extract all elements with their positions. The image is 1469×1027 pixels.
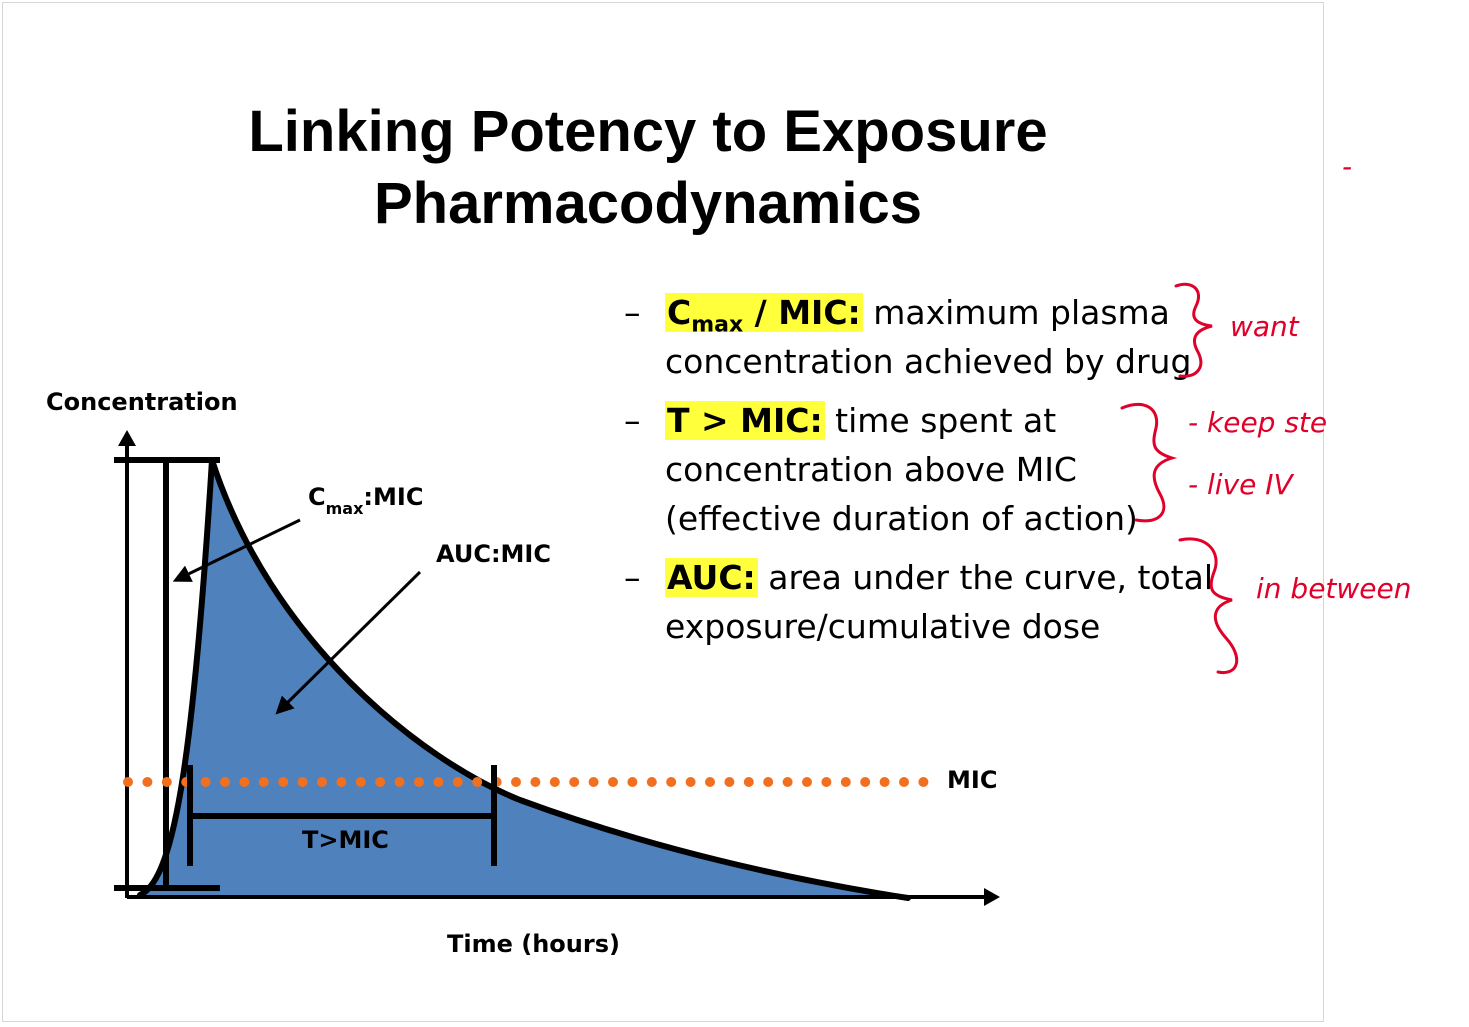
- mic-dot: [666, 777, 677, 787]
- bullet-dash: –: [624, 401, 641, 440]
- mic-dot: [918, 777, 929, 787]
- auc-label: AUC:MIC: [436, 540, 551, 568]
- cmax-label-sub: max: [326, 499, 364, 518]
- mic-dot: [297, 777, 308, 787]
- slide-title: Linking Potency to Exposure Pharmacodyna…: [0, 96, 1296, 240]
- bullet-cmax-line-1: Cmax / MIC: maximum plasma: [665, 288, 1224, 337]
- ink-annotations: [1120, 282, 1239, 675]
- bullet-auc-term: AUC:: [665, 558, 758, 597]
- mic-dot: [355, 777, 366, 787]
- cmax-term-main: C: [667, 293, 692, 332]
- cmax-term-rest: / MIC:: [743, 293, 861, 332]
- mic-dot: [511, 777, 521, 787]
- auc-line-1-rest: area under the curve, total: [757, 558, 1213, 597]
- cmax-line-1-rest: maximum plasma: [862, 293, 1170, 332]
- ink-brace-3: [1178, 537, 1239, 675]
- bullet-auc-line-1: AUC: area under the curve, total: [665, 553, 1224, 602]
- ink-note-want: want: [1230, 310, 1300, 343]
- mic-dot: [724, 777, 735, 787]
- mic-dot: [375, 777, 386, 787]
- mic-dot: [239, 777, 250, 787]
- mic-dot: [394, 777, 405, 787]
- mic-dot: [608, 777, 618, 787]
- mic-line: [123, 777, 929, 787]
- mic-dot: [433, 777, 444, 787]
- y-axis-label: Concentration: [46, 388, 238, 416]
- mic-dot: [142, 777, 153, 787]
- mic-dot: [821, 777, 832, 787]
- mic-dot: [549, 777, 560, 787]
- mic-dot: [802, 777, 812, 787]
- bullet-tmic: – T > MIC: time spent at concentration a…: [624, 396, 1224, 543]
- bullet-cmax: – Cmax / MIC: maximum plasma concentrati…: [624, 288, 1224, 386]
- cmax-label-rest: :MIC: [363, 483, 423, 511]
- mic-dot: [782, 777, 793, 787]
- mic-dot: [588, 777, 599, 787]
- mic-dot: [763, 777, 774, 787]
- mic-dot: [161, 777, 172, 787]
- bullet-tmic-line-3: (effective duration of action): [665, 499, 1138, 538]
- mic-dot: [258, 777, 269, 787]
- mic-dot: [278, 777, 289, 787]
- bullet-dash: –: [624, 558, 641, 597]
- title-line-2: Pharmacodynamics: [373, 171, 923, 236]
- mic-dot: [899, 777, 909, 787]
- mic-dot: [123, 777, 133, 787]
- ink-note-live: - live IV: [1188, 468, 1295, 501]
- mic-label: MIC: [947, 766, 997, 794]
- mic-dot: [840, 777, 851, 787]
- concentration-curve: [137, 459, 911, 901]
- mic-dot: [685, 777, 696, 787]
- y-axis-arrow-icon: [118, 430, 136, 446]
- bullet-tmic-term: T > MIC:: [665, 401, 825, 440]
- title-line-1: Linking Potency to Exposure: [248, 99, 1048, 164]
- x-axis-label: Time (hours): [447, 930, 620, 958]
- bullet-cmax-line-2: concentration achieved by drug: [665, 342, 1192, 381]
- bullet-auc: – AUC: area under the curve, total expos…: [624, 553, 1224, 651]
- bullet-auc-line-2: exposure/cumulative dose: [665, 607, 1101, 646]
- mic-dot: [860, 777, 871, 787]
- mic-dot: [472, 777, 483, 787]
- mic-dot: [336, 777, 347, 787]
- bullet-tmic-line-2: concentration above MIC: [665, 450, 1077, 489]
- x-axis-arrow-icon: [984, 888, 1000, 906]
- mic-dot: [627, 777, 638, 787]
- mic-dot: [220, 777, 230, 787]
- cmax-label: Cmax:MIC: [308, 483, 423, 518]
- bullet-tmic-line-1: T > MIC: time spent at: [665, 396, 1224, 445]
- mic-dot: [414, 777, 424, 787]
- cmax-label-main: C: [308, 483, 326, 511]
- mic-dot: [200, 777, 211, 787]
- ink-note-keep: - keep ste: [1188, 406, 1327, 439]
- mic-dot: [705, 777, 715, 787]
- mic-dot: [317, 777, 327, 787]
- mic-dot: [879, 777, 890, 787]
- mic-dot: [530, 777, 541, 787]
- ink-brace-2: [1120, 402, 1178, 523]
- cmax-arrow: [172, 518, 301, 582]
- tmic-line-1-rest: time spent at: [824, 401, 1057, 440]
- mic-dot: [569, 777, 580, 787]
- ink-brace-1: [1174, 282, 1213, 378]
- bullet-list: – Cmax / MIC: maximum plasma concentrati…: [624, 288, 1224, 661]
- mic-dot: [452, 777, 463, 787]
- auc-arrow: [275, 570, 422, 715]
- ink-note-dash: -: [1342, 150, 1352, 183]
- mic-dot: [646, 777, 657, 787]
- ink-note-between: in between: [1256, 572, 1412, 605]
- bullet-cmax-term: Cmax / MIC:: [665, 293, 863, 336]
- bullet-dash: –: [624, 293, 641, 332]
- cmax-term-sub: max: [691, 312, 744, 338]
- mic-dot: [743, 777, 754, 787]
- auc-area: [140, 460, 908, 898]
- tmic-label: T>MIC: [302, 826, 389, 854]
